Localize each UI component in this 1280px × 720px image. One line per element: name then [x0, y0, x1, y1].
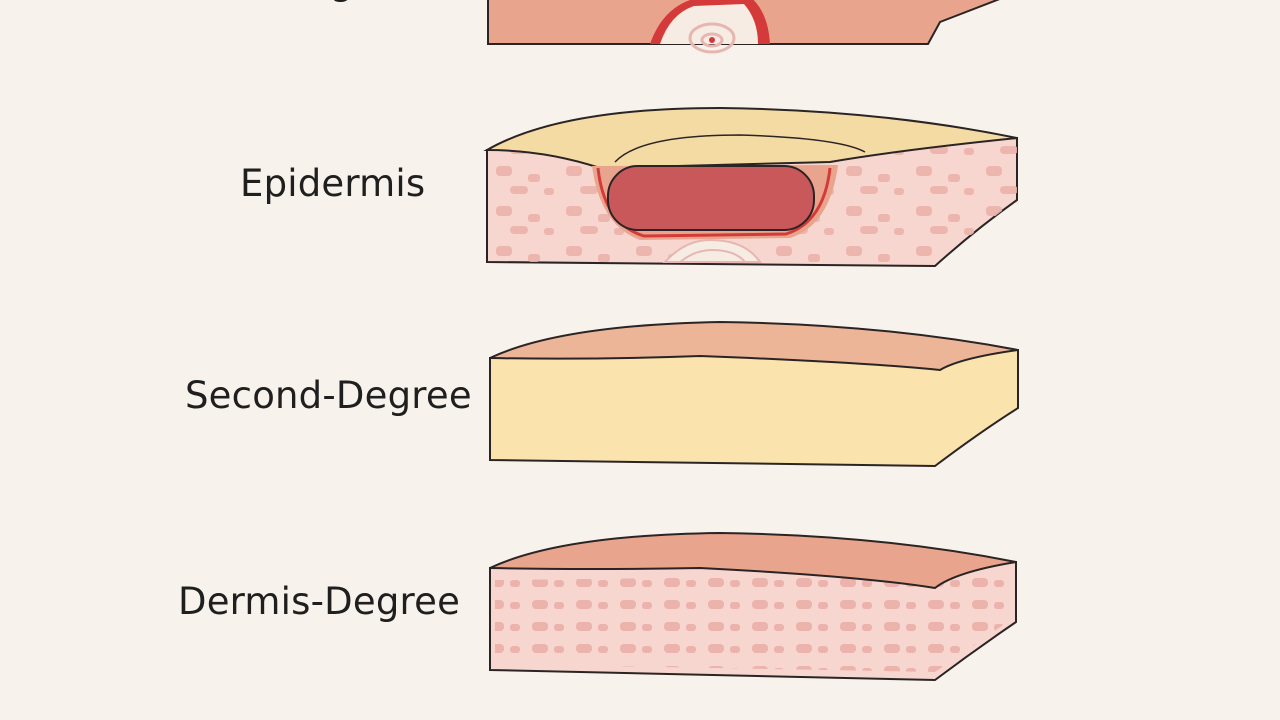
layer-block-dermis-degree: [489, 531, 1017, 682]
layer-block-second-degree: [489, 320, 1019, 468]
top-label-text: g: [330, 0, 354, 3]
label-dermis-degree: Dermis-Degree: [178, 580, 461, 623]
label-second-degree: Second-Degree: [185, 374, 472, 417]
layer-block-top: [487, 0, 1000, 54]
label-epidermis: Epidermis: [240, 162, 426, 205]
layer-block-epidermis: [483, 106, 1018, 268]
top-label-cropped: g: [330, 0, 410, 10]
